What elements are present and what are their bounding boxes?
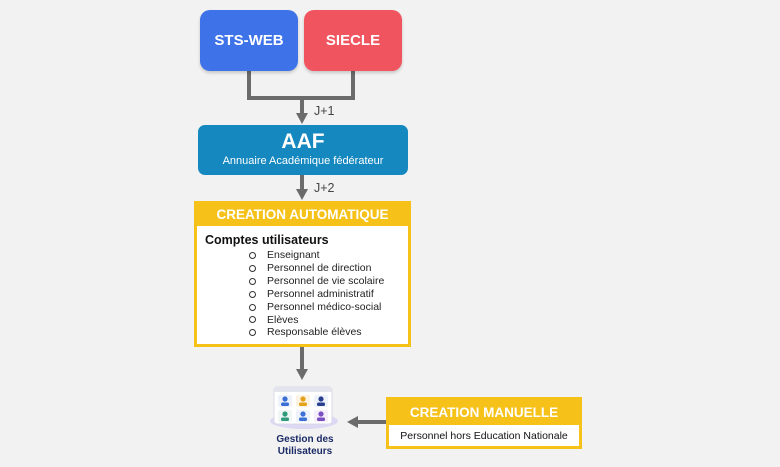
arrow-head-creation	[296, 189, 308, 200]
gestion-utilisateurs-label: Gestion des Utilisateurs	[255, 434, 355, 458]
gestion-label-line2: Utilisateurs	[277, 446, 333, 457]
merge-connector	[247, 71, 355, 100]
creation-automatique-box: CREATION AUTOMATIQUE Comptes utilisateur…	[194, 201, 411, 347]
siecle-box: SIECLE	[304, 10, 402, 71]
arrow-head-aaf	[296, 113, 308, 124]
user-management-icon	[270, 386, 338, 429]
sts-web-box: STS-WEB	[200, 10, 298, 71]
aaf-box: AAF Annuaire Académique fédérateur	[198, 125, 408, 175]
sts-web-label: STS-WEB	[214, 32, 284, 49]
list-item: Personnel médico-social	[249, 301, 408, 314]
list-item-label: Personnel administratif	[267, 287, 374, 300]
list-item: Elèves	[249, 314, 408, 327]
list-item: Personnel de vie scolaire	[249, 275, 408, 288]
circle-bullet-icon	[249, 264, 256, 272]
circle-bullet-icon	[249, 316, 256, 324]
circle-bullet-icon	[249, 329, 256, 337]
circle-bullet-icon	[249, 303, 256, 311]
list-item: Enseignant	[249, 249, 408, 262]
circle-bullet-icon	[249, 251, 256, 259]
creation-manuelle-header: CREATION MANUELLE	[389, 400, 579, 425]
account-type-list: Enseignant Personnel de direction Person…	[197, 249, 408, 339]
creation-automatique-header: CREATION AUTOMATIQUE	[197, 204, 408, 226]
list-item-label: Personnel de direction	[267, 261, 372, 274]
siecle-label: SIECLE	[325, 32, 381, 49]
step-label-j1: J+1	[314, 104, 335, 118]
creation-manuelle-box: CREATION MANUELLE Personnel hors Educati…	[386, 397, 582, 449]
step-label-j2: J+2	[314, 181, 335, 195]
arrow-head-gestion	[296, 369, 308, 380]
comptes-utilisateurs-title: Comptes utilisateurs	[205, 233, 329, 247]
list-item-label: Responsable élèves	[267, 326, 362, 339]
list-item-label: Personnel de vie scolaire	[267, 274, 385, 287]
aaf-subtitle: Annuaire Académique fédérateur	[222, 155, 384, 167]
list-item-label: Elèves	[267, 313, 299, 326]
list-item-label: Enseignant	[267, 249, 320, 261]
circle-bullet-icon	[249, 290, 256, 298]
list-item: Personnel de direction	[249, 262, 408, 275]
gestion-label-line1: Gestion des	[276, 434, 334, 445]
aaf-title: AAF	[281, 130, 325, 153]
list-item-label: Personnel médico-social	[267, 300, 382, 313]
creation-manuelle-body: Personnel hors Education Nationale	[400, 430, 568, 442]
list-item: Personnel administratif	[249, 288, 408, 301]
circle-bullet-icon	[249, 277, 256, 285]
arrow-head-manual	[347, 416, 358, 428]
list-item: Responsable élèves	[249, 326, 408, 339]
